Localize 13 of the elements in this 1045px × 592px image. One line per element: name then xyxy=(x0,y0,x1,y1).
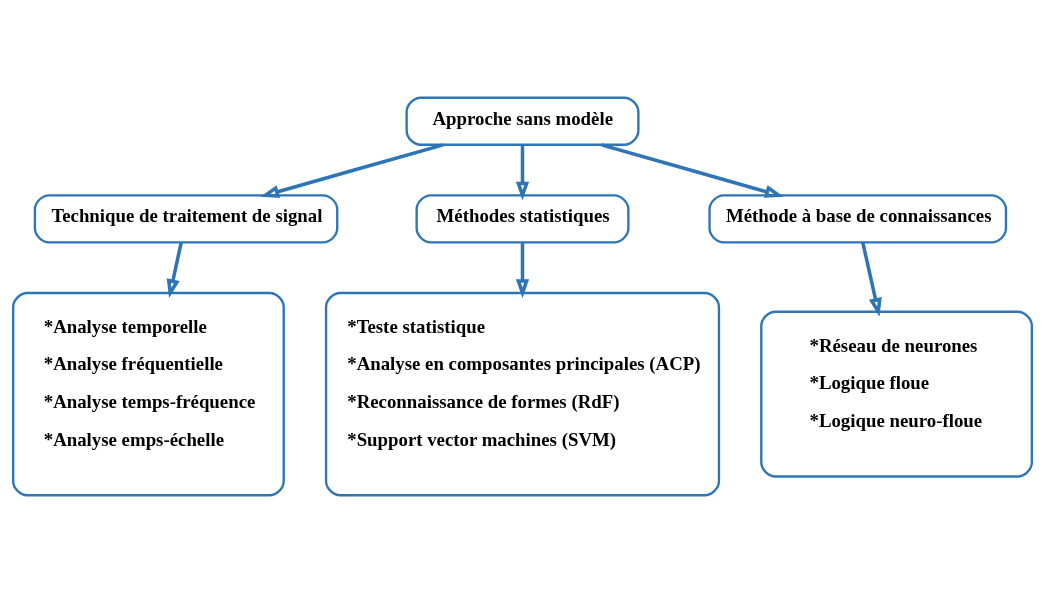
arrow xyxy=(260,142,444,198)
arrow xyxy=(861,241,882,317)
node-box: Méthodes statistiques xyxy=(415,193,630,244)
node-box: *Analyse temporelle *Analyse fréquentielle *Analyse temps-fréquence *Analyse emps-échelle xyxy=(12,291,285,496)
node-box: Méthode à base de connaissances xyxy=(708,193,1008,244)
node-box: Approche sans modèle xyxy=(405,96,640,146)
node-box: *Teste statistique *Analyse en composantes principales (ACP) *Reconnaissance de formes (RdF) *Support vector machines (SVM) xyxy=(324,291,721,496)
arrow xyxy=(601,142,784,198)
node-box: Technique de traitement de signal xyxy=(33,193,339,244)
arrow xyxy=(515,242,530,298)
arrow xyxy=(515,144,530,201)
arrow xyxy=(166,241,183,298)
node-box: *Réseau de neurones *Logique floue *Logique neuro-floue xyxy=(760,310,1033,478)
